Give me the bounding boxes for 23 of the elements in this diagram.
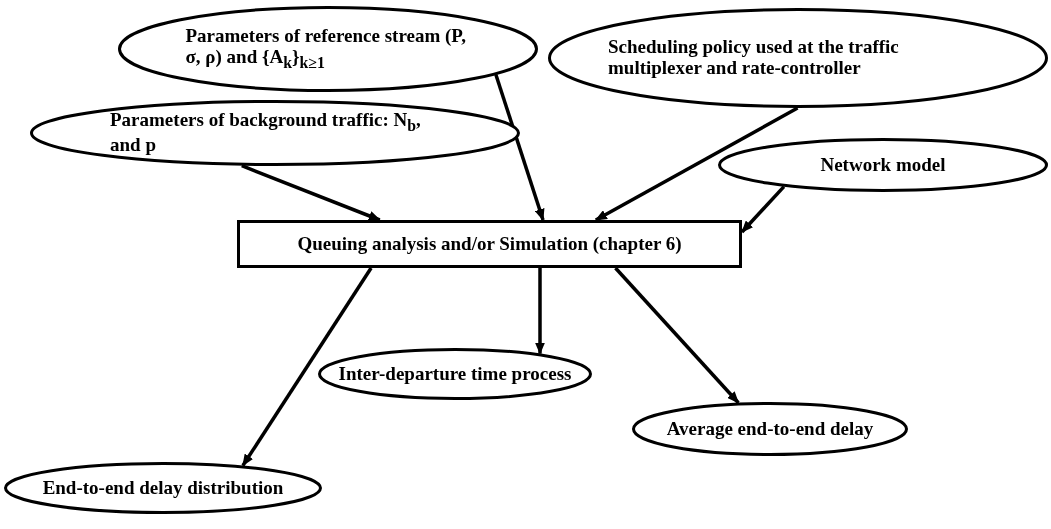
oval-node xyxy=(118,6,538,92)
process-box xyxy=(237,220,742,268)
arrow xyxy=(614,266,740,404)
arrow xyxy=(535,268,545,355)
oval-node xyxy=(30,100,520,166)
node-label: Parameters of background traffic: N$_{b}$, and p xyxy=(110,110,422,156)
arrow xyxy=(740,185,786,234)
node-label: Scheduling policy used at the traffic multiplexer and rate-controller xyxy=(608,37,900,79)
oval-node xyxy=(632,402,908,456)
node-label: Inter-departure time process xyxy=(338,363,572,385)
node-label: Network model xyxy=(820,154,946,176)
node-label: Parameters of reference stream (P, σ, ρ) and {A$_{k}$}$_{k≥1}$ xyxy=(185,26,467,72)
oval-node xyxy=(718,138,1048,192)
node-label: End-to-end delay distribution xyxy=(42,477,284,499)
oval-node xyxy=(548,8,1048,108)
oval-node xyxy=(4,462,322,514)
arrow xyxy=(241,267,373,467)
arrow xyxy=(241,164,381,222)
oval-node xyxy=(318,348,592,400)
arrow xyxy=(594,106,799,222)
node-label: Average end-to-end delay xyxy=(666,418,874,440)
node-label: Queuing analysis and/or Simulation (chapter 6) xyxy=(297,233,682,255)
arrow xyxy=(494,74,545,221)
